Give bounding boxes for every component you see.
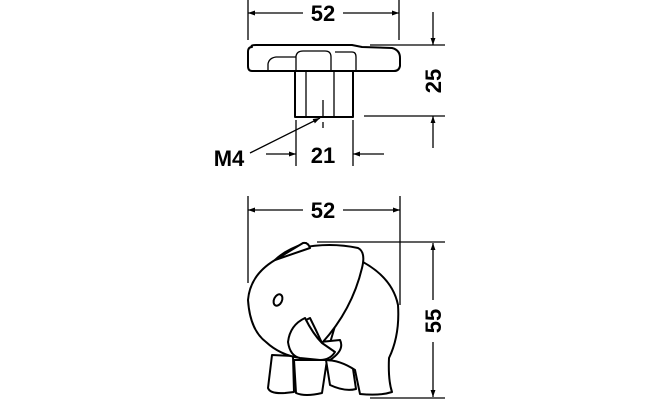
elephant-eye xyxy=(272,293,284,307)
dimension-stem: 21 M4 xyxy=(214,117,384,171)
dimension-front-width: 52 xyxy=(247,196,401,305)
dimension-label: 21 xyxy=(311,143,335,168)
elephant-knob-front xyxy=(247,241,400,396)
dimension-label: 55 xyxy=(421,309,446,333)
thread-label: M4 xyxy=(214,146,245,171)
dimension-label: 25 xyxy=(421,69,446,93)
dimension-label: 52 xyxy=(311,1,335,26)
dimension-top-width: 52 xyxy=(247,0,400,40)
dimension-top-height: 25 xyxy=(364,12,446,148)
dimension-label: 52 xyxy=(311,198,335,223)
knob-side-profile xyxy=(247,44,401,128)
dimension-front-height: 55 xyxy=(317,241,446,399)
